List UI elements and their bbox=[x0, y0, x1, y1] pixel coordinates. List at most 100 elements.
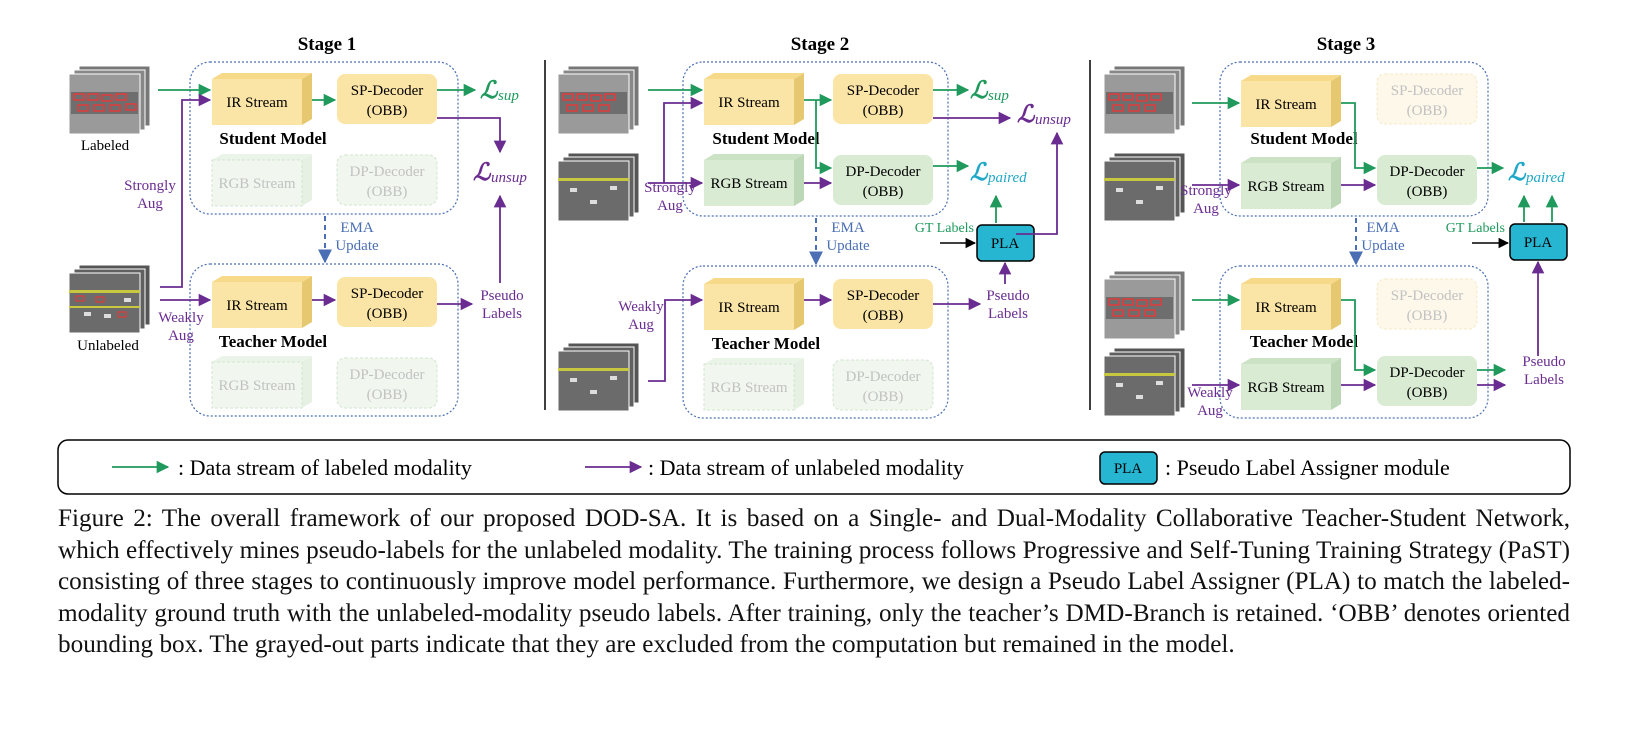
legend-pla-box bbox=[1099, 451, 1158, 485]
unlabeled-rgb-image bbox=[1103, 152, 1186, 222]
sp-decoder-block: SP-Decoder (OBB) bbox=[337, 277, 437, 327]
ir-stream-block: IR Stream bbox=[212, 73, 312, 125]
rgb-stream-label: RGB Stream bbox=[218, 176, 295, 192]
ema-label: EMA bbox=[1366, 220, 1400, 236]
ir-stream-block: IR Stream bbox=[1241, 278, 1341, 330]
sp-decoder-label: SP-Decoder bbox=[351, 286, 423, 302]
rgb-stream-block: RGB Stream bbox=[1241, 157, 1341, 209]
strongly-aug-label: Aug bbox=[1193, 201, 1219, 217]
legend: : Data stream of labeled modality : Data… bbox=[57, 439, 1571, 495]
obb-label: (OBB) bbox=[367, 103, 408, 119]
grayed-rgb-stream: RGB Stream bbox=[211, 356, 312, 409]
sp-decoder-label: SP-Decoder bbox=[1391, 288, 1463, 304]
pla-label: PLA bbox=[991, 236, 1020, 252]
rgb-stream-label: RGB Stream bbox=[218, 378, 295, 394]
pseudo-labels-label: Pseudo bbox=[986, 288, 1029, 304]
figure-caption: Figure 2: The overall framework of our p… bbox=[58, 505, 1570, 658]
grayed-dp-decoder: DP-Decoder (OBB) bbox=[832, 359, 934, 411]
pseudo-labels-label: Labels bbox=[482, 306, 522, 322]
weakly-aug-label: Aug bbox=[168, 328, 194, 344]
sp-decoder-label: SP-Decoder bbox=[1391, 83, 1463, 99]
teacher-model-label: Teacher Model bbox=[1250, 332, 1358, 351]
legend-unlabeled-text: : Data stream of unlabeled modality bbox=[648, 455, 964, 480]
ema-label: EMA bbox=[831, 220, 865, 236]
stage-3: Stage 3 bbox=[1103, 34, 1568, 419]
legend-labeled-text: : Data stream of labeled modality bbox=[178, 455, 472, 480]
strongly-aug-label: Aug bbox=[657, 198, 683, 214]
stage-title: Stage 2 bbox=[791, 34, 850, 55]
gt-labels-label: GT Labels bbox=[915, 221, 974, 236]
dp-decoder-block: DP-Decoder (OBB) bbox=[833, 155, 933, 205]
loss-subscript: unsup bbox=[491, 170, 527, 186]
obb-label: (OBB) bbox=[1407, 308, 1448, 324]
ir-stream-block: IR Stream bbox=[704, 278, 804, 330]
labeled-ir-image bbox=[1103, 65, 1186, 135]
stage-1: Stage 1 Labeled Unlabeled bbox=[68, 34, 527, 417]
rgb-stream-label: RGB Stream bbox=[1247, 179, 1324, 195]
weakly-aug-label: Weakly bbox=[618, 299, 664, 315]
ir-stream-label: IR Stream bbox=[718, 95, 780, 111]
grayed-sp-decoder: SP-Decoder (OBB) bbox=[1376, 73, 1478, 125]
ir-stream-block: IR Stream bbox=[212, 276, 312, 328]
pseudo-labels-label: Labels bbox=[1524, 372, 1564, 388]
labeled-ir-image bbox=[557, 65, 640, 135]
ir-stream-label: IR Stream bbox=[718, 300, 780, 316]
teacher-model-label: Teacher Model bbox=[712, 334, 820, 353]
student-model-box bbox=[1219, 61, 1489, 217]
dp-decoder-label: DP-Decoder bbox=[846, 369, 921, 385]
sp-decoder-label: SP-Decoder bbox=[351, 83, 423, 99]
loss-sup: ℒ sup bbox=[480, 78, 519, 104]
dp-decoder-block: DP-Decoder (OBB) bbox=[1377, 155, 1477, 205]
dp-decoder-label: DP-Decoder bbox=[350, 367, 425, 383]
ir-stream-label: IR Stream bbox=[1255, 97, 1317, 113]
dp-decoder-label: DP-Decoder bbox=[350, 164, 425, 180]
obb-label: (OBB) bbox=[1407, 103, 1448, 119]
stage-title: Stage 1 bbox=[298, 34, 357, 55]
rgb-stream-label: RGB Stream bbox=[710, 380, 787, 396]
sp-decoder-label: SP-Decoder bbox=[847, 83, 919, 99]
ema-label: EMA bbox=[340, 220, 374, 236]
grayed-dp-decoder: DP-Decoder (OBB) bbox=[336, 154, 438, 206]
unlabeled-rgb-image bbox=[557, 342, 640, 412]
strongly-aug-label: Strongly bbox=[644, 180, 696, 196]
rgb-stream-label: RGB Stream bbox=[710, 176, 787, 192]
grayed-rgb-stream: RGB Stream bbox=[703, 358, 804, 411]
stage-2: Stage 2 IR Stream bbox=[557, 34, 1071, 419]
labeled-label: Labeled bbox=[81, 138, 130, 154]
loss-subscript: unsup bbox=[1035, 112, 1071, 128]
sp-decoder-block: SP-Decoder (OBB) bbox=[833, 279, 933, 329]
stage-title: Stage 3 bbox=[1317, 34, 1376, 55]
unlabeled-rgb-image bbox=[557, 152, 640, 222]
obb-label: (OBB) bbox=[863, 103, 904, 119]
obb-label: (OBB) bbox=[863, 308, 904, 324]
teacher-model-box bbox=[189, 263, 459, 417]
weakly-aug-label: Aug bbox=[1197, 403, 1223, 419]
ir-stream-block: IR Stream bbox=[704, 73, 804, 125]
ir-stream-block: IR Stream bbox=[1241, 75, 1341, 127]
obb-label: (OBB) bbox=[367, 387, 408, 403]
sp-decoder-label: SP-Decoder bbox=[847, 288, 919, 304]
loss-symbol: ℒ bbox=[473, 160, 492, 186]
loss-symbol: ℒ bbox=[1508, 160, 1527, 186]
ir-stream-label: IR Stream bbox=[226, 298, 288, 314]
unlabeled-rgb-image bbox=[68, 264, 151, 334]
ir-stream-label: IR Stream bbox=[226, 95, 288, 111]
pseudo-labels-label: Labels bbox=[988, 306, 1028, 322]
pla-module: PLA bbox=[976, 224, 1035, 262]
loss-subscript: paired bbox=[987, 170, 1027, 186]
ema-label: Update bbox=[1361, 238, 1405, 254]
obb-label: (OBB) bbox=[1407, 385, 1448, 401]
obb-label: (OBB) bbox=[863, 389, 904, 405]
unlabeled-rgb-image bbox=[1103, 347, 1186, 417]
loss-symbol: ℒ bbox=[970, 160, 989, 186]
obb-label: (OBB) bbox=[863, 184, 904, 200]
loss-subscript: sup bbox=[988, 88, 1009, 104]
loss-subscript: paired bbox=[1525, 170, 1565, 186]
dp-decoder-label: DP-Decoder bbox=[1390, 365, 1465, 381]
labeled-ir-image bbox=[1103, 270, 1186, 340]
strongly-aug-label: Strongly bbox=[1180, 183, 1232, 199]
student-model-box bbox=[189, 61, 459, 215]
student-model-label: Student Model bbox=[712, 129, 819, 148]
grayed-sp-decoder: SP-Decoder (OBB) bbox=[1376, 278, 1478, 330]
student-model-label: Student Model bbox=[1250, 129, 1357, 148]
